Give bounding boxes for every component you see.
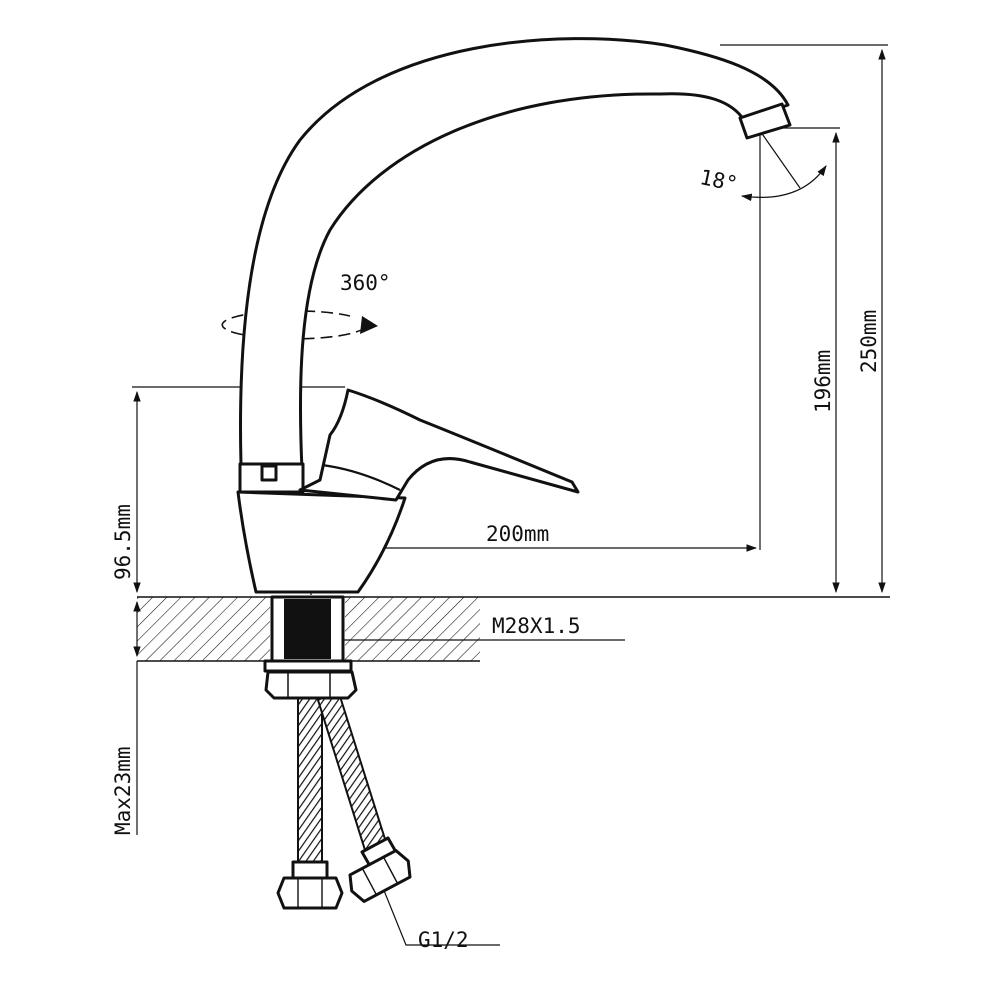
- total-height-label: 250mm: [857, 310, 881, 373]
- dimension-lines: [132, 44, 888, 946]
- spout-height-label: 196mm: [811, 350, 835, 413]
- max-thickness-label: Max23mm: [111, 746, 135, 835]
- faucet: [236, 37, 792, 594]
- mounting-shank: [263, 595, 358, 700]
- supply-hoses: [276, 688, 412, 910]
- base-height-label: 96.5mm: [111, 504, 135, 580]
- thread-label: M28X1.5: [492, 614, 581, 638]
- reach-label: 200mm: [486, 522, 549, 546]
- countertop-section: [137, 596, 890, 662]
- rotation-label: 360°: [340, 271, 391, 295]
- dimension-labels: 360° 18° 200mm 196mm 250mm 96.5mm Max23m…: [111, 165, 881, 952]
- connection-label: G1/2: [418, 928, 469, 952]
- angle-label: 18°: [698, 165, 740, 196]
